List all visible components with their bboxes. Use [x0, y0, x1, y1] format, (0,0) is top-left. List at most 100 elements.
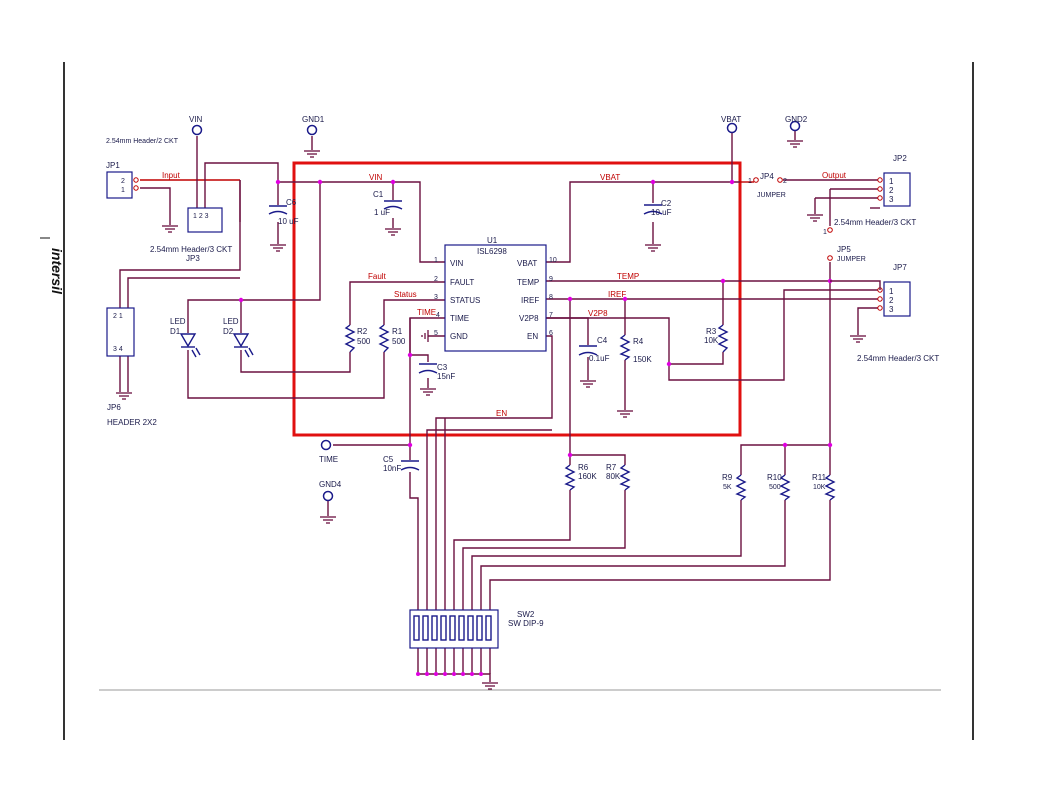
r3-value: 10K: [704, 336, 719, 345]
capacitor-c4[interactable]: C4 0.1uF: [578, 336, 610, 363]
jp1-note: 2.54mm Header/2 CKT: [106, 138, 179, 145]
jp7-ref: JP7: [893, 263, 907, 272]
ic-pin-7-num: 7: [549, 312, 553, 319]
c3-ref: C3: [437, 363, 448, 372]
r6-value: 160K: [578, 472, 597, 481]
terminal-gnd1[interactable]: GND1: [302, 115, 325, 136]
ic-part: ISL6298: [477, 247, 507, 256]
resistor-r10[interactable]: R10 500: [767, 473, 791, 501]
resistor-r4[interactable]: R4 150K: [619, 334, 652, 364]
c1-value: 1 uF: [374, 208, 390, 217]
jp4-type: JUMPER: [757, 192, 786, 199]
resistor-r9[interactable]: R9 5K: [722, 473, 747, 501]
r7-value: 80K: [606, 472, 621, 481]
ic-ref: U1: [487, 236, 498, 245]
jp1-ref: JP1: [106, 161, 120, 170]
capacitor-c3[interactable]: C3 15nF: [418, 363, 455, 381]
jp7-pin-2: 2: [889, 296, 894, 305]
d2-type: LED: [223, 317, 239, 326]
connector-jp1[interactable]: 2 1 JP1 2.54mm Header/2 CKT: [106, 138, 179, 199]
capacitor-c5[interactable]: C5 10nF: [383, 455, 420, 473]
jp5-pin1: 1: [823, 229, 827, 236]
dip-switch-sw2[interactable]: SW2 SW DIP-9: [409, 609, 544, 649]
c4-value: 0.1uF: [589, 354, 610, 363]
jp3-ref: JP3: [186, 254, 200, 263]
r6-ref: R6: [578, 463, 589, 472]
jp7-pin-3: 3: [889, 305, 894, 314]
r7-ref: R7: [606, 463, 617, 472]
terminal-gnd1-label: GND1: [302, 115, 325, 124]
ic-pin-1-num: 1: [434, 257, 438, 264]
net-en-label: EN: [496, 409, 507, 418]
jumper-jp4[interactable]: 1 JP4 2 JUMPER: [740, 172, 787, 199]
r2-ref: R2: [357, 327, 368, 336]
net-v2p8-label: V2P8: [588, 309, 608, 318]
capacitor-c1[interactable]: C1 1 uF: [373, 190, 403, 217]
r1-value: 500: [392, 337, 406, 346]
jp4-ref: JP4: [760, 172, 774, 181]
resistor-r3[interactable]: R3 10K: [704, 324, 729, 353]
c4-ref: C4: [597, 336, 608, 345]
resistor-r1[interactable]: R1 500: [378, 324, 406, 353]
c6-value: 10 uF: [278, 217, 299, 226]
resistor-r2[interactable]: R2 500: [344, 324, 371, 353]
terminal-gnd2[interactable]: GND2: [785, 115, 808, 132]
net-output-label: Output: [822, 171, 847, 180]
wires: [119, 130, 880, 682]
terminal-vbat[interactable]: VBAT: [721, 115, 741, 134]
terminal-time-label: TIME: [319, 455, 338, 464]
connector-jp2[interactable]: 1 2 3 JP2 2.54mm Header/3 CKT: [834, 154, 916, 227]
jp1-pin-2: 2: [121, 178, 125, 185]
ic-pin-iref: IREF: [521, 296, 539, 305]
jp2-ref: JP2: [893, 154, 907, 163]
ground-symbols: [116, 140, 866, 690]
jp6-pins-top: 2 1: [113, 313, 123, 320]
net-time-label: TIME: [417, 308, 436, 317]
terminal-gnd4[interactable]: GND4: [319, 480, 342, 502]
ic-u1[interactable]: U1 ISL6298 1 VIN 2 FAULT 3 STATUS 4 TIME…: [434, 236, 557, 352]
ic-pin-9-num: 9: [549, 276, 553, 283]
temp-to-jp7-wire: [830, 280, 881, 290]
jumper-jp5[interactable]: 1 JP5 JUMPER: [823, 227, 866, 263]
connector-jp6[interactable]: 2 1 3 4 JP6 HEADER 2X2: [106, 307, 157, 427]
r10-ref: R10: [767, 473, 782, 482]
ic-pin-4-num: 4: [436, 312, 440, 319]
d1-ref: D1: [170, 327, 181, 336]
net-iref-label: IREF: [608, 290, 626, 299]
net-vin-label: VIN: [369, 173, 383, 182]
net-input-label: Input: [162, 171, 181, 180]
terminal-vin[interactable]: VIN: [189, 115, 203, 136]
ic-pin-gnd: GND: [450, 332, 468, 341]
ic-pin-time: TIME: [450, 314, 469, 323]
led-d1[interactable]: LED D1: [170, 317, 201, 358]
capacitor-c2[interactable]: C2 10 uF: [643, 199, 672, 217]
jp6-type: HEADER 2X2: [107, 418, 157, 427]
terminal-vin-label: VIN: [189, 115, 203, 124]
terminal-gnd4-label: GND4: [319, 480, 342, 489]
c5-value: 10nF: [383, 464, 401, 473]
jp7-note: 2.54mm Header/3 CKT: [857, 354, 939, 363]
ic-pin-10-num: 10: [549, 257, 557, 264]
ic-pin-fault: FAULT: [450, 278, 474, 287]
net-vbat-label: VBAT: [600, 173, 620, 182]
ic-pin-8-num: 8: [549, 294, 553, 301]
connector-jp7[interactable]: 1 2 3 JP7 2.54mm Header/3 CKT: [857, 263, 939, 363]
ic-pin-en: EN: [527, 332, 538, 341]
ic-pin-status: STATUS: [450, 296, 480, 305]
resistor-r11[interactable]: R11 10K: [812, 473, 836, 501]
capacitor-c6[interactable]: C6 10 uF: [268, 198, 299, 226]
jp5-type: JUMPER: [837, 256, 866, 263]
sw2-type: SW DIP-9: [508, 619, 544, 628]
jp4-pin2: 2: [783, 178, 787, 185]
resistor-r7[interactable]: R7 80K: [606, 463, 631, 491]
ic-pin-v2p8: V2P8: [519, 314, 539, 323]
resistor-r6[interactable]: R6 160K: [564, 463, 597, 491]
r10-value: 500: [769, 484, 781, 491]
terminal-time[interactable]: TIME: [319, 439, 338, 465]
brand-text: intersil: [49, 248, 65, 295]
led-d2[interactable]: LED D2: [223, 317, 254, 358]
connector-jp3[interactable]: 1 2 3 JP3 2.54mm Header/3 CKT: [150, 207, 232, 263]
sw2-ref: SW2: [517, 610, 535, 619]
jp5-ref: JP5: [837, 245, 851, 254]
